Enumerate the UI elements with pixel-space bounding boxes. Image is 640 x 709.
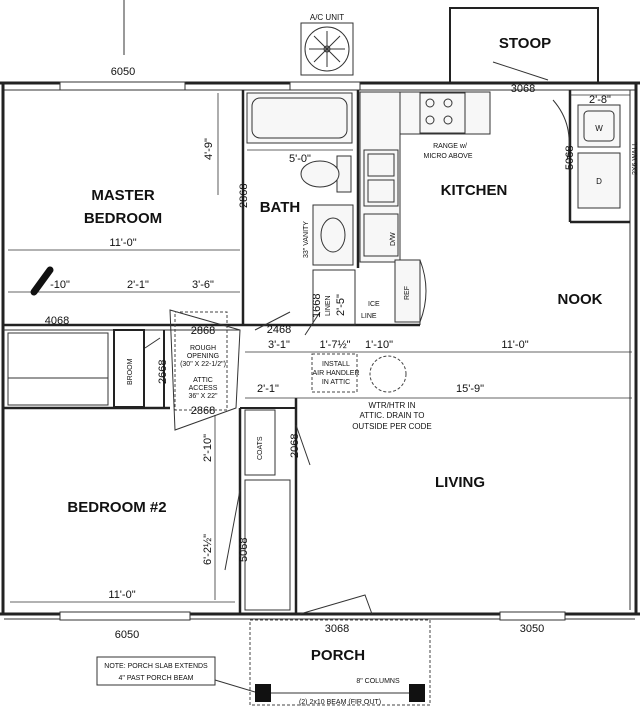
door-stoop-dim: 3068 bbox=[511, 83, 535, 95]
closet-bath-dim: 2868 bbox=[238, 184, 250, 208]
rough-label-1: ROUGH bbox=[190, 345, 216, 352]
door-2868-b-dim: 2868 bbox=[191, 405, 215, 417]
laundry-width-dim: 2'-8" bbox=[589, 94, 611, 106]
note-line-2: 4" PAST PORCH BEAM bbox=[119, 675, 194, 682]
toilet bbox=[300, 155, 352, 193]
hall-2-1-dim: 2'-1" bbox=[127, 279, 149, 291]
porch-note: NOTE: PORCH SLAB EXTENDS 4" PAST PORCH B… bbox=[96, 656, 256, 693]
range-label-2: MICRO ABOVE bbox=[423, 153, 472, 160]
living-15-9-dim: 15'-9" bbox=[456, 383, 484, 395]
interior-walls bbox=[3, 90, 630, 614]
rough-label-3: (30" X 22-1/2") bbox=[180, 361, 226, 368]
ref-label: REF bbox=[404, 286, 411, 300]
attic-access bbox=[174, 311, 228, 411]
attic-label-2: ACCESS bbox=[189, 385, 218, 392]
air-handler bbox=[369, 355, 407, 393]
dryer-label: D bbox=[596, 177, 602, 186]
washer-label: W bbox=[595, 124, 603, 133]
hall-1-7-dim: 1'-7½" bbox=[319, 339, 350, 351]
bathtub bbox=[246, 92, 353, 144]
washer: W bbox=[577, 104, 621, 148]
hall-2-1b-dim: 2'-1" bbox=[257, 383, 279, 395]
kitchen-sink bbox=[363, 149, 399, 207]
master-width-dim: 11'-0" bbox=[109, 237, 136, 249]
refrigerator bbox=[394, 259, 427, 323]
kitchen-label: KITCHEN bbox=[441, 182, 508, 199]
living-label: LIVING bbox=[435, 474, 485, 491]
broom-2668-dim: 2668 bbox=[157, 360, 169, 384]
install-label-1: INSTALL bbox=[322, 361, 350, 368]
hall-3-6-dim: 3'-6" bbox=[192, 279, 214, 291]
hall-1-10-dim: 1'-10" bbox=[365, 339, 393, 351]
hall-3-1-dim: 3'-1" bbox=[268, 339, 290, 351]
rough-label-2: OPENING bbox=[187, 353, 219, 360]
range-label-1: RANGE w/ bbox=[433, 143, 467, 150]
nook-11-dim: 11'-0" bbox=[501, 339, 528, 351]
wtr-label-3: OUTSIDE PER CODE bbox=[352, 422, 432, 431]
bath-label: BATH bbox=[260, 199, 301, 216]
bath-width-dim: 5'-0" bbox=[289, 153, 311, 165]
linen-1668-dim: 1668 bbox=[311, 294, 323, 318]
hall-10-dim: -10" bbox=[50, 279, 70, 291]
master-bedroom-label-1: MASTER bbox=[91, 187, 155, 204]
door-2868-a-dim: 2868 bbox=[191, 325, 215, 337]
wtr-label-2: ATTIC. DRAIN TO bbox=[360, 411, 425, 420]
wall-2x6-label: 2X6 WALL bbox=[632, 142, 639, 175]
linen-label: LINEN bbox=[325, 295, 332, 316]
dishwasher bbox=[363, 213, 399, 257]
wtr-label-1: WTR/HTR IN bbox=[368, 401, 415, 410]
nook-label: NOOK bbox=[558, 291, 603, 308]
window bbox=[289, 81, 361, 91]
attic-label-3: 36" X 22" bbox=[188, 393, 218, 400]
door-2468-dim: 2468 bbox=[267, 324, 291, 336]
attic-label-1: ATTIC bbox=[193, 377, 213, 384]
doors bbox=[144, 61, 570, 615]
vanity bbox=[312, 204, 354, 266]
v-2-10-dim: 2'-10" bbox=[202, 434, 214, 462]
laundry-door-dim: 5068 bbox=[564, 146, 576, 170]
install-label-3: IN ATTIC bbox=[322, 379, 350, 386]
linen-closet bbox=[312, 269, 356, 326]
door-porch-dim: 3068 bbox=[325, 623, 349, 635]
porch-label: PORCH bbox=[311, 647, 365, 664]
beam-label: (2) 2x10 BEAM (FIR OUT) bbox=[299, 699, 381, 706]
ac-unit: A/C UNIT bbox=[300, 13, 354, 76]
range bbox=[419, 92, 466, 134]
window-bottom-right-dim: 3050 bbox=[520, 623, 544, 635]
broom-label: BROOM bbox=[127, 358, 134, 385]
door-4068-dim: 4068 bbox=[45, 315, 69, 327]
dryer: D bbox=[577, 152, 621, 209]
bedroom2-label: BEDROOM #2 bbox=[67, 499, 166, 516]
linen-2-5-dim: 2'-5" bbox=[335, 294, 347, 316]
window bbox=[499, 611, 566, 621]
window-bottom-left-dim: 6050 bbox=[115, 629, 139, 641]
closet-5068-dim: 5068 bbox=[238, 538, 250, 562]
coats-2068-dim: 2068 bbox=[289, 434, 301, 458]
columns-label: 8" COLUMNS bbox=[356, 678, 400, 685]
window-top-left-dim: 6050 bbox=[111, 66, 135, 78]
dw-label: D/W bbox=[390, 232, 397, 246]
window bbox=[59, 81, 186, 91]
vanity-label: 33" VANITY bbox=[303, 221, 310, 258]
coats-label: COATS bbox=[257, 436, 264, 460]
bath-height-dim: 4'-9" bbox=[203, 138, 215, 160]
ice-label-1: ICE bbox=[368, 301, 380, 308]
dimension-lines bbox=[8, 93, 632, 603]
marker-blot bbox=[30, 266, 54, 296]
v-6-2-dim: 6'-2½" bbox=[202, 534, 214, 565]
air-handler-area bbox=[311, 353, 358, 393]
ac-unit-label: A/C UNIT bbox=[310, 13, 344, 22]
bedroom2-width-dim: 11'-0" bbox=[108, 589, 135, 601]
stoop-label: STOOP bbox=[499, 35, 551, 52]
master-bedroom-label-2: BEDROOM bbox=[84, 210, 162, 227]
install-label-2: AIR HANDLER bbox=[312, 370, 359, 377]
ice-label-2: LINE bbox=[361, 313, 377, 320]
porch: PORCH 8" COLUMNS (2) 2x10 BEAM (FIR OUT) bbox=[249, 619, 431, 706]
window bbox=[59, 611, 191, 621]
note-line-1: NOTE: PORCH SLAB EXTENDS bbox=[104, 663, 208, 670]
